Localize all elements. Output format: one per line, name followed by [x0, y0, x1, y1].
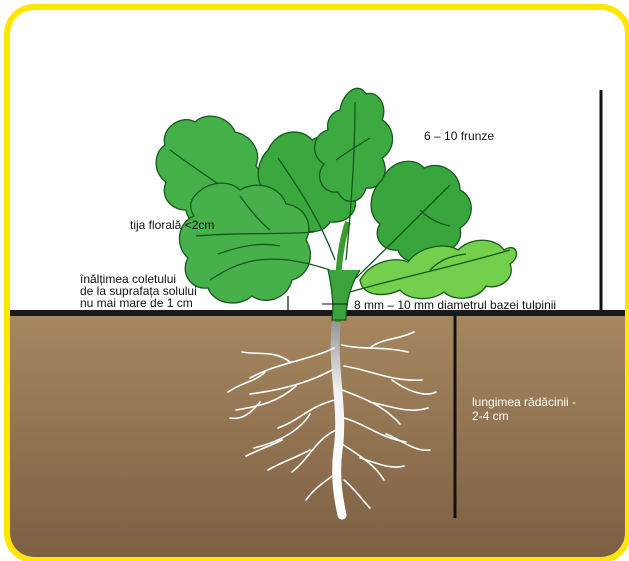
- soil: [10, 312, 625, 557]
- collar-height-label-line-3: nu mai mare de 1 cm: [80, 297, 193, 309]
- root-length-label-line-2: 2-4 cm: [472, 410, 509, 422]
- leaves-count-label: 6 – 10 frunze: [424, 130, 494, 142]
- stem-diameter-label: 8 mm – 10 mm diametrul bazei tulpinii: [354, 299, 556, 311]
- flower-stem-label: tija florală <2cm: [130, 219, 214, 231]
- root-length-label-line-1: lungimea rădăcinii -: [472, 396, 576, 408]
- yellow-rounded-frame: 6 – 10 frunze tija florală <2cm înălțime…: [4, 4, 629, 561]
